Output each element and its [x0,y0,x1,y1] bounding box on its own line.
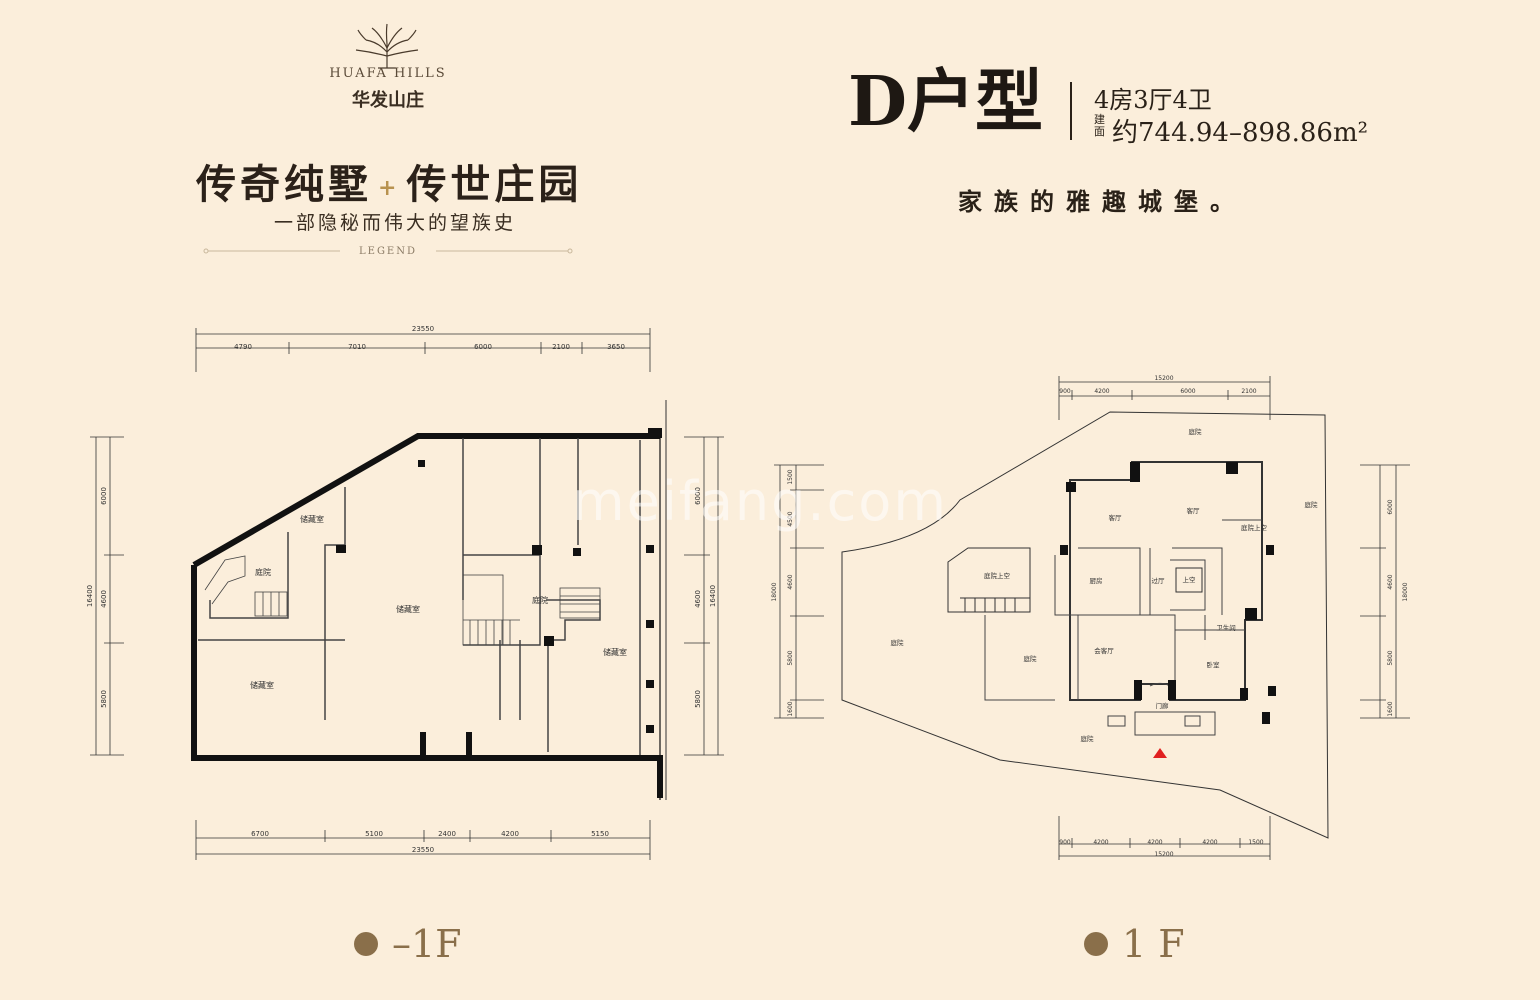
basement-dim-left-2: 4600 [100,590,108,608]
ground-dim-left-5: 1600 [787,701,794,716]
ground-room-living-1: 客厅 [1109,513,1123,522]
basement-room-storage-2: 储藏室 [396,604,420,614]
ground-dim-top-2: 4200 [1094,388,1109,395]
ground-room-kitchen: 厨房 [1090,576,1103,585]
ground-dim-bottom-2: 4200 [1093,839,1108,846]
entry-arrow-icon [1153,748,1167,758]
ground-dim-left-total: 18000 [771,582,778,601]
slogan-right: 传世庄园 [406,161,583,208]
basement-dim-right-1: 6000 [694,487,702,505]
ground-dim-left-3: 4600 [787,574,794,589]
ground-dim-right-3: 5800 [1387,650,1394,665]
basement-dim-top-4: 2100 [552,343,570,351]
ground-dim-right-total: 18000 [1402,582,1409,601]
ground-room-living-2: 客厅 [1187,506,1201,515]
basement-room-courtyard-1: 庭院 [255,567,271,577]
ground-room-courtyard-void-1: 庭院上空 [984,571,1011,580]
basement-dim-right-3: 5800 [694,690,702,708]
basement-dim-top-3: 6000 [474,343,492,351]
watermark: meifang.com [572,470,948,533]
basement-dim-left-1: 6000 [100,487,108,505]
basement-dim-bottom-5: 5150 [591,830,609,838]
slogan-left: 传奇纯墅 [196,161,372,208]
ground-dim-top-total: 15200 [1154,375,1173,382]
ground-dim-right-2: 4600 [1387,574,1394,589]
basement-dim-left-3: 5800 [100,690,108,708]
basement-dim-bottom-1: 6700 [251,830,269,838]
basement-room-storage-3: 储藏室 [250,680,274,690]
tree-logo-icon [355,23,419,69]
ground-room-bedroom: 卧室 [1207,660,1221,669]
basement-floor-label-text: –1F [392,922,462,966]
ground-room-porch: 门廊 [1156,701,1170,710]
slogan-subtitle: 一部隐秘而伟大的望族史 [273,212,516,234]
basement-dim-top-1: 4790 [234,343,252,351]
basement-dim-top-2: 7010 [348,343,366,351]
ground-site-boundary [841,411,1329,839]
ground-room-courtyard-top: 庭院 [1189,427,1203,436]
ground-dim-right-1: 6000 [1387,499,1394,514]
ground-room-courtyard-mid: 庭院 [1024,654,1038,663]
ground-dim-left-4: 5800 [787,650,794,665]
ground-floor-label: 1 F [1084,922,1185,966]
unit-title: D户型 [848,62,1043,142]
ground-room-void: 上空 [1183,575,1197,584]
ground-room-bathroom: 卫生间 [1216,623,1236,632]
ground-dim-left-2: 4500 [787,511,794,526]
legend-text: LEGEND [340,246,436,257]
ground-room-courtyard-bottom: 庭院 [1081,734,1095,743]
ground-room-hall: 过厅 [1152,576,1166,585]
basement-room-storage-1: 储藏室 [300,514,324,524]
ground-dim-bottom-4: 4200 [1202,839,1217,846]
brand-name-cn: 华发山庄 [352,90,424,111]
slogan-separator: + [378,175,401,201]
ground-dim-right-4: 1600 [1387,701,1394,716]
ground-dim-top-4: 2100 [1241,388,1256,395]
ground-dim-bottom-1: 900 [1059,839,1071,846]
ground-dim-left-1: 1500 [787,469,794,484]
unit-area-label: 建面 [1094,113,1105,138]
ground-dim-bottom-total: 15200 [1154,851,1173,858]
basement-dim-bottom-total: 23550 [412,846,434,854]
basement-dim-bottom-3: 2400 [438,830,456,838]
ground-room-courtyard-right: 庭院 [1305,500,1319,509]
ground-room-courtyard-void-2: 庭院上空 [1241,523,1268,532]
ground-room-reception: 会客厅 [1094,646,1114,655]
ground-dim-bottom-5: 1500 [1248,839,1263,846]
basement-room-storage-4: 储藏室 [603,647,627,657]
basement-dim-top-total: 23550 [412,325,434,333]
basement-room-courtyard-2: 庭院 [532,595,548,605]
ground-dim-top-3: 6000 [1180,388,1195,395]
basement-dim-bottom-2: 5100 [365,830,383,838]
bullet-icon [1084,932,1108,956]
basement-dim-bottom-4: 4200 [501,830,519,838]
basement-floor-label: –1F [354,922,462,966]
basement-dim-right-2: 4600 [694,590,702,608]
bullet-icon [354,932,378,956]
basement-dim-top-5: 3650 [607,343,625,351]
basement-dim-left-total: 16400 [86,585,94,607]
unit-area: 约744.94–898.86m² [1112,118,1369,148]
slogan-headline: 传奇纯墅+传世庄园 [196,152,586,210]
basement-dim-right-total: 16400 [709,585,717,607]
ground-floor-label-text: 1 F [1122,922,1185,966]
ground-room-courtyard-left: 庭院 [891,638,905,647]
ground-dim-top-1: 900 [1059,388,1071,395]
unit-tagline: 家族的雅趣城堡。 [958,187,1246,216]
brand-name-en: HUAFA HILLS [329,66,447,81]
ground-dim-bottom-3: 4200 [1147,839,1162,846]
unit-rooms: 4房3厅4卫 [1094,86,1212,114]
header-divider [1070,82,1072,140]
